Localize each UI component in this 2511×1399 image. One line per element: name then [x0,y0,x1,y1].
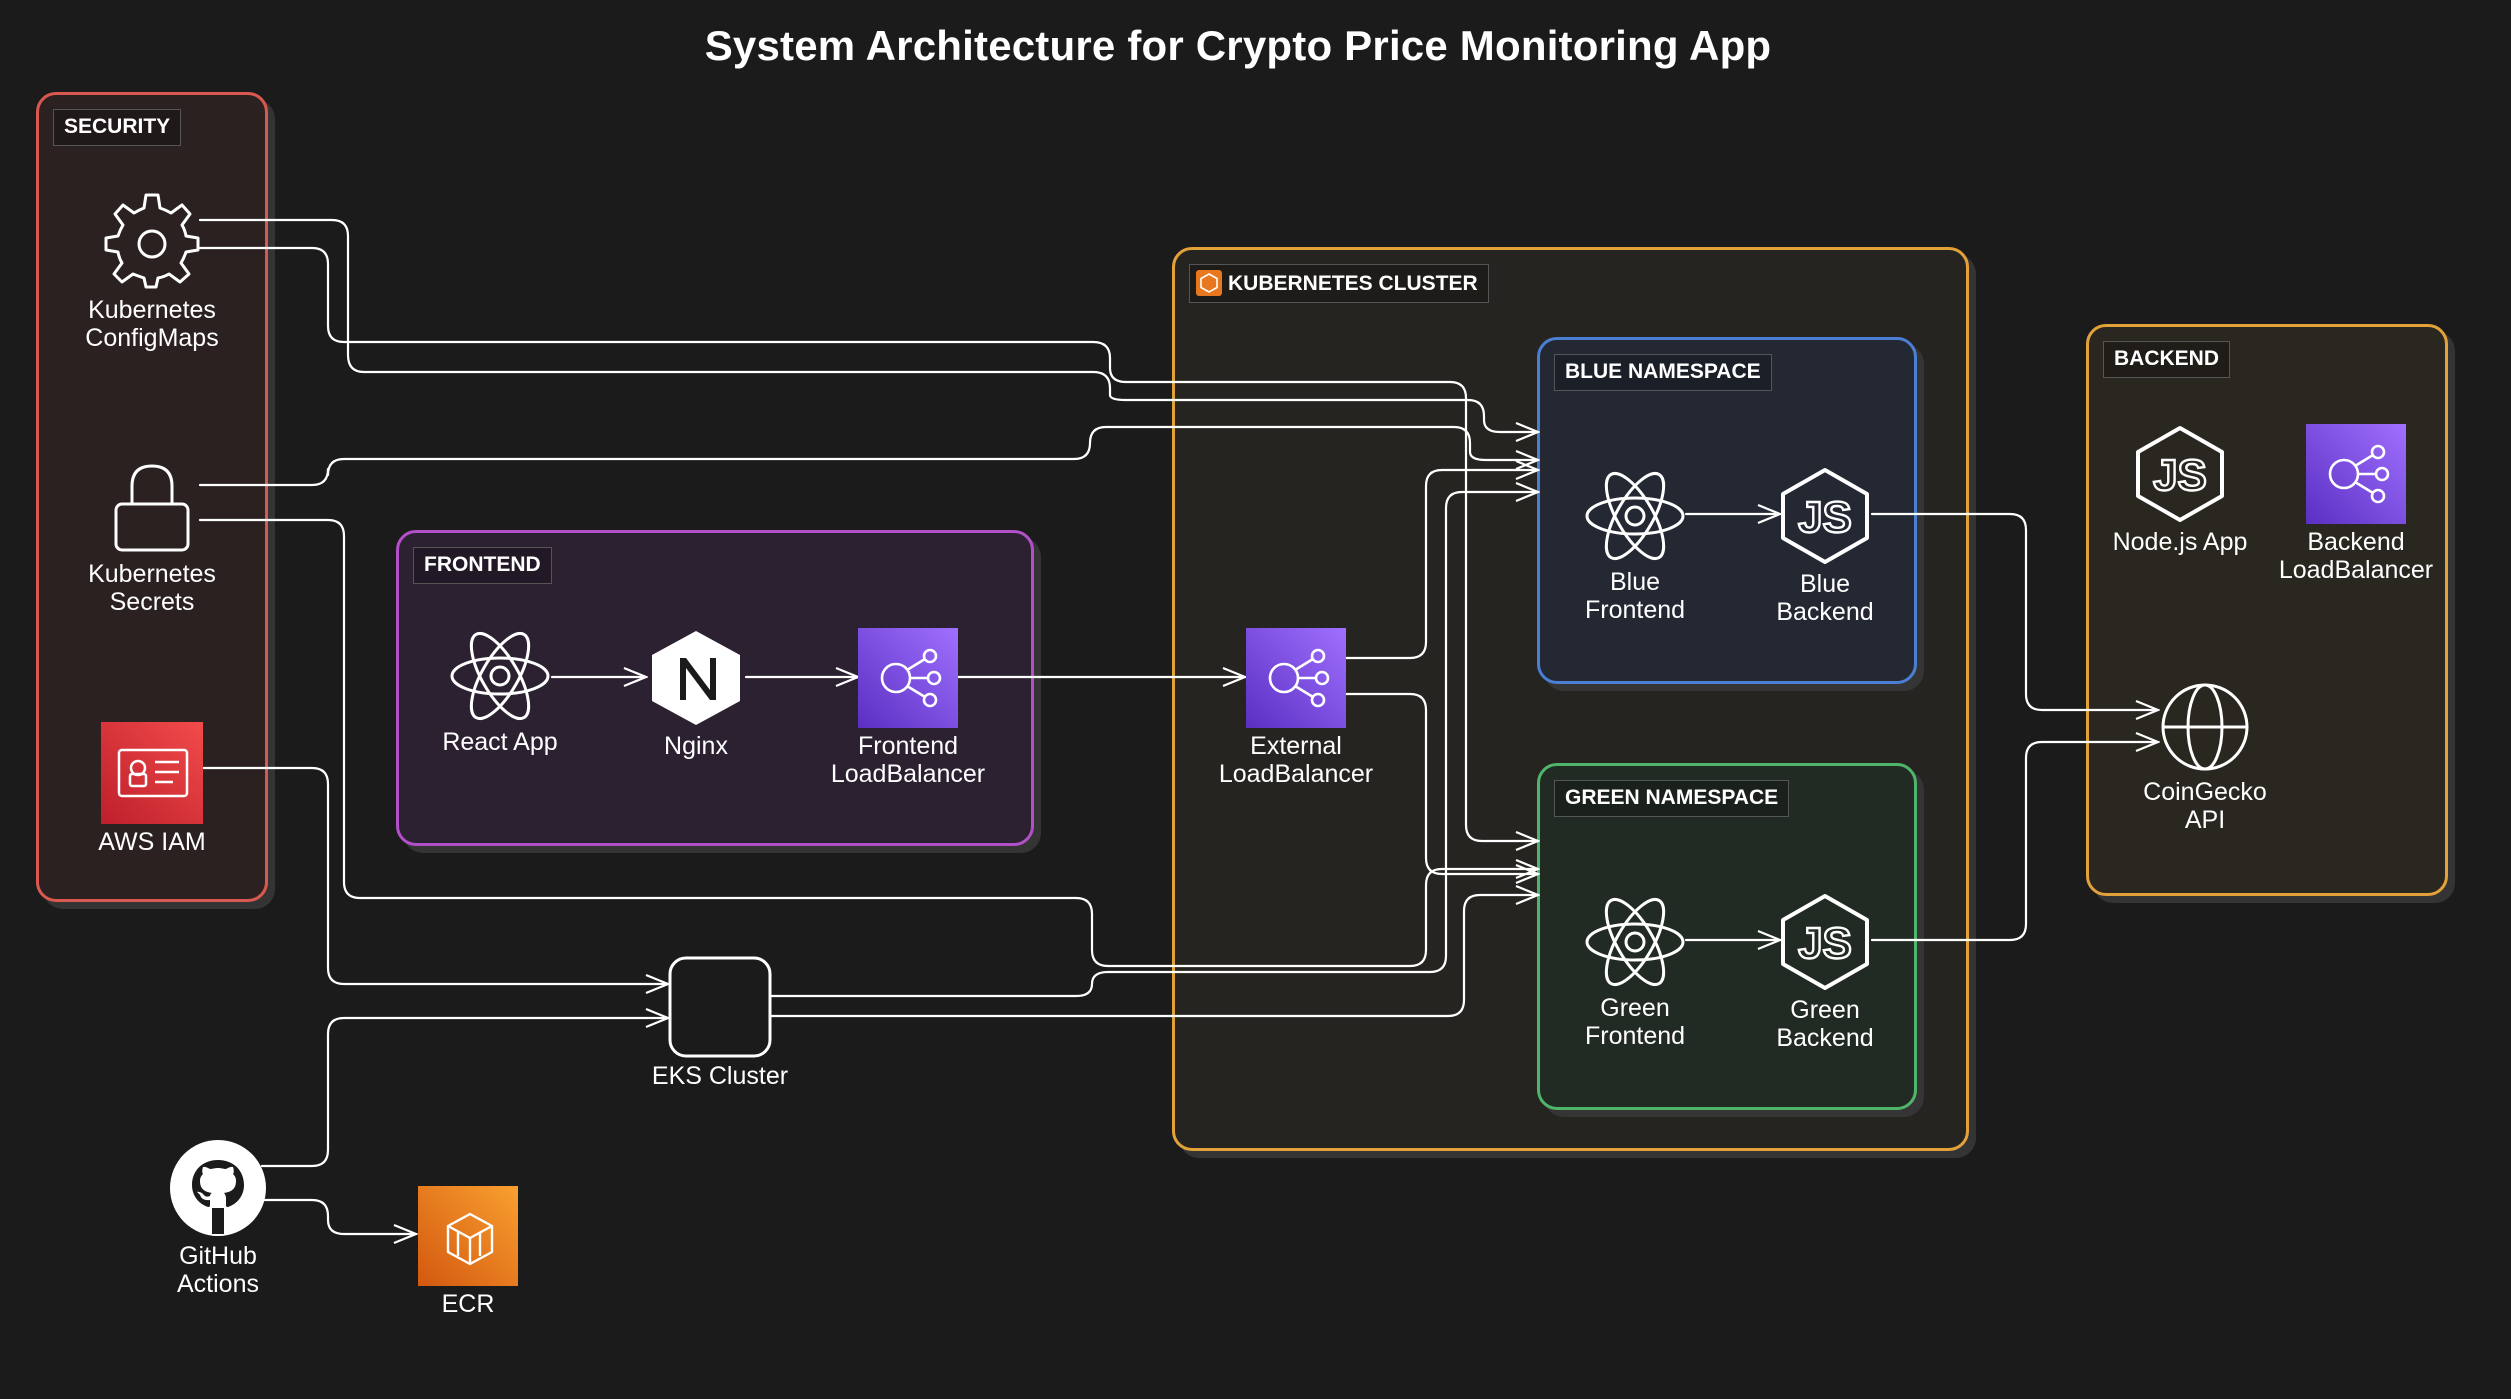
edge-github-eks [260,1018,668,1168]
node-secrets[interactable]: Kubernetes Secrets [60,460,244,616]
node-eks[interactable]: EKS Cluster [630,956,810,1090]
svg-text:JS: JS [1798,919,1852,968]
node-github[interactable]: GitHub Actions [148,1138,288,1298]
github-icon [170,1140,266,1236]
iam-label: AWS IAM [98,828,206,856]
coingecko-label: CoinGecko API [2143,778,2267,834]
edge-github-ecr [260,1198,416,1234]
nodejs-app-label: Node.js App [2112,528,2248,556]
react-icon [450,631,550,721]
backend-group-label: BACKEND [2103,341,2230,378]
node-configmaps[interactable]: Kubernetes ConfigMaps [60,192,244,352]
edge-externallb-green [1344,692,1538,874]
frontend-lb-label: Frontend LoadBalancer [830,732,986,788]
secrets-label: Kubernetes Secrets [88,560,216,616]
react-icon [1585,897,1685,987]
react-app-label: React App [442,728,558,756]
edge-eks-blue [766,492,1538,998]
configmaps-label: Kubernetes ConfigMaps [85,296,219,352]
aws-ecr-icon [418,1186,518,1286]
kubernetes-cluster-group-label: KUBERNETES CLUSTER [1189,264,1489,303]
edge-secrets-blue [198,425,1538,487]
gear-icon [104,193,200,289]
node-green-backend[interactable]: JS Green Backend [1760,892,1890,1052]
node-backend-lb[interactable]: Backend LoadBalancer [2270,424,2442,584]
globe-icon [2161,683,2249,771]
blank-node-icon [668,956,772,1058]
edge-configmaps-blue [198,218,1538,432]
elastic-load-balancer-icon [2306,424,2406,524]
green-namespace-group: GREEN NAMESPACE [1537,763,1917,1110]
edge-iam-eks [198,766,668,984]
kubernetes-cluster-label-text: KUBERNETES CLUSTER [1228,272,1478,295]
edge-eks-green [766,895,1538,1018]
node-nginx[interactable]: Nginx [634,628,758,760]
nodejs-icon: JS [1781,894,1869,990]
blue-namespace-group: BLUE NAMESPACE [1537,337,1917,684]
external-lb-label: External LoadBalancer [1218,732,1374,788]
diagram-title: System Architecture for Crypto Price Mon… [704,22,1772,69]
elastic-load-balancer-icon [858,628,958,728]
blue-backend-label: Blue Backend [1776,570,1874,626]
lock-icon [114,464,190,552]
blue-namespace-group-label: BLUE NAMESPACE [1554,354,1772,391]
backend-group: BACKEND [2086,324,2448,896]
green-frontend-label: Green Frontend [1584,994,1686,1050]
aws-iam-icon [101,722,203,824]
node-green-frontend[interactable]: Green Frontend [1560,894,1710,1050]
security-group-label: SECURITY [53,109,182,146]
backend-lb-label: Backend LoadBalancer [2278,528,2434,584]
node-nodejs-app[interactable]: JS Node.js App [2100,424,2260,556]
svg-text:JS: JS [1798,493,1852,542]
edge-secrets-green [198,518,1538,968]
node-iam[interactable]: AWS IAM [60,722,244,856]
node-ecr[interactable]: ECR [398,1186,538,1318]
nodejs-icon: JS [2136,426,2224,522]
node-react-app[interactable]: React App [420,628,580,756]
nginx-icon [652,631,740,725]
svg-text:JS: JS [2153,451,2207,500]
kubernetes-icon [1196,270,1222,296]
ecr-label: ECR [441,1290,495,1318]
eks-label: EKS Cluster [651,1062,789,1090]
node-frontend-lb[interactable]: Frontend LoadBalancer [808,628,1008,788]
edge-greenbackend-coingecko [1870,742,2158,942]
node-blue-backend[interactable]: JS Blue Backend [1760,466,1890,626]
node-blue-frontend[interactable]: Blue Frontend [1560,468,1710,624]
green-backend-label: Green Backend [1776,996,1874,1052]
green-namespace-group-label: GREEN NAMESPACE [1554,780,1790,817]
react-icon [1585,471,1685,561]
node-coingecko[interactable]: CoinGecko API [2130,680,2280,834]
node-external-lb[interactable]: External LoadBalancer [1196,628,1396,788]
elastic-load-balancer-icon [1246,628,1346,728]
blue-frontend-label: Blue Frontend [1584,568,1686,624]
frontend-group-label: FRONTEND [413,547,552,584]
nodejs-icon: JS [1781,468,1869,564]
edge-bluebackend-coingecko [1870,512,2158,710]
edge-configmaps-green [198,246,1538,841]
github-label: GitHub Actions [177,1242,259,1298]
nginx-label: Nginx [664,732,728,760]
edge-externallb-blue [1344,470,1538,660]
